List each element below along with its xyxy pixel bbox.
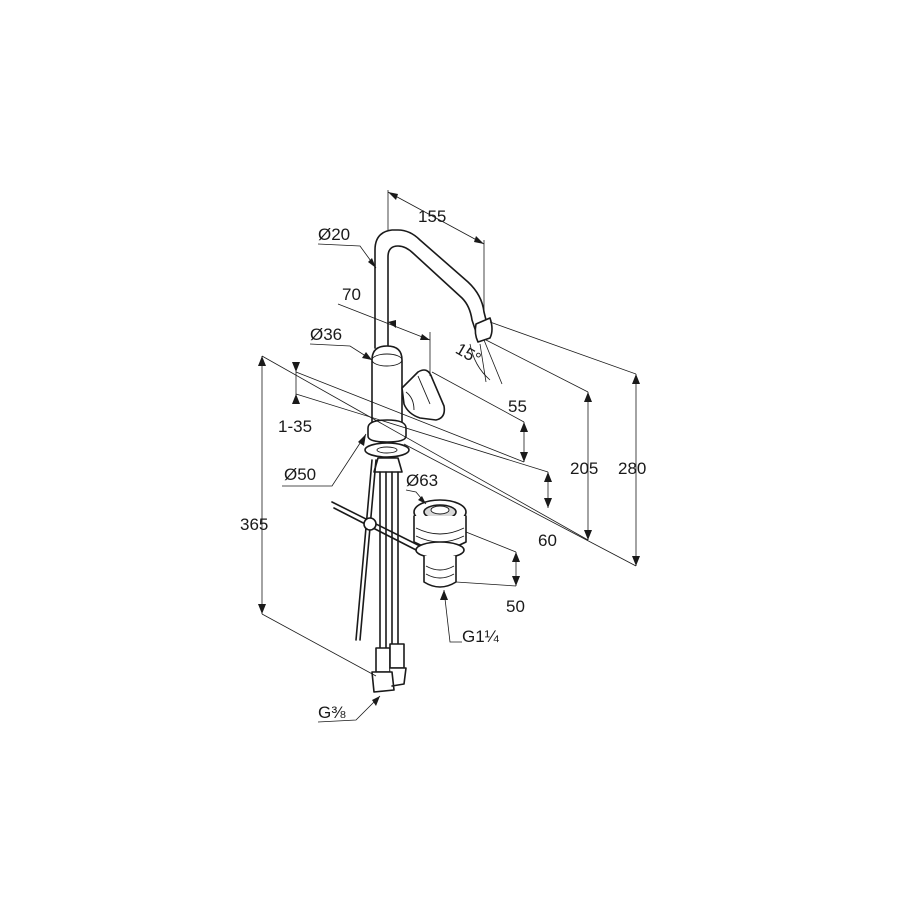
dim-70-line	[337, 303, 431, 341]
waste-nut	[415, 541, 465, 559]
label-hose-length: 365	[240, 515, 268, 534]
ext-deck-bottom	[295, 393, 549, 473]
dim-155-arrow-a	[388, 192, 398, 200]
ldr-d63-arrow	[418, 496, 426, 504]
lever-handle	[401, 369, 446, 421]
faucet	[355, 229, 493, 693]
label-waste-thread: G1¼	[462, 627, 500, 646]
label-base-diameter: Ø50	[284, 465, 316, 484]
dim-70-arrow-b	[420, 334, 430, 340]
lever-detail	[405, 375, 431, 411]
dim-50-arrow-b	[512, 576, 520, 586]
dim-60-arrow-a	[544, 472, 552, 482]
spout-tip	[474, 317, 493, 343]
dim-135-arrow-b	[292, 394, 300, 404]
ext-deck-base	[261, 355, 589, 541]
hose-nut	[371, 667, 407, 693]
ldr-d20	[317, 243, 377, 269]
ext-spout-280	[489, 321, 637, 375]
ext-365-bottom	[261, 613, 377, 677]
label-body-diameter: Ø36	[310, 325, 342, 344]
dim-280-arrow-a	[632, 374, 640, 384]
ldr-g38	[317, 695, 381, 723]
label-lever-height: 55	[508, 397, 527, 416]
base-rosette	[367, 419, 407, 443]
hose-left	[379, 471, 387, 651]
ldr-d20-arrow	[368, 258, 376, 268]
ext-280-bottom	[403, 443, 637, 567]
label-reach: 155	[418, 207, 446, 226]
label-deck-thickness: 1-35	[278, 417, 312, 436]
angle-15-arc	[469, 343, 491, 381]
dim-135-arrow-a	[292, 362, 300, 372]
dim-205-arrow-b	[584, 530, 592, 540]
rod-clip	[363, 517, 377, 531]
waste-assembly	[331, 499, 467, 588]
popup-rod	[355, 459, 377, 641]
hose-connector-right	[389, 643, 405, 669]
label-total-height: 280	[618, 459, 646, 478]
ldr-d50-arrow	[358, 434, 366, 446]
tailpiece-thread	[425, 565, 455, 579]
dim-55-arrow-b	[520, 452, 528, 462]
dim-60-arrow-b	[544, 498, 552, 508]
spout-tube-inner	[387, 245, 477, 347]
dim-205-arrow-a	[584, 392, 592, 402]
dim-365-arrow-a	[258, 356, 266, 366]
dim-70-arrow-a	[388, 320, 396, 328]
fixing-nut	[373, 457, 403, 473]
dimension-labels: 155 Ø20 70 Ø36 15° 55 1-35 Ø50 Ø63 205 2…	[240, 207, 646, 722]
dim-365-arrow-b	[258, 604, 266, 614]
base-plate	[364, 442, 410, 458]
ext-lever-55	[431, 371, 525, 423]
label-supply-thread: G⅜	[318, 703, 346, 722]
dim-155-arrow-b	[474, 236, 484, 244]
ldr-g114-arrow	[440, 590, 448, 600]
spout-tube-outer	[374, 229, 491, 349]
hose-connector-left	[375, 647, 391, 673]
ldr-d36-arrow	[362, 352, 372, 360]
ext-waste-top	[465, 531, 517, 553]
dim-55-arrow-a	[520, 422, 528, 432]
ext-waste-bottom	[455, 581, 517, 587]
dim-155-line	[387, 191, 485, 245]
label-body-height: 205	[570, 459, 598, 478]
label-spout-offset: 70	[342, 285, 361, 304]
ldr-g38-arrow	[372, 696, 380, 706]
label-spout-diameter: Ø20	[318, 225, 350, 244]
waste-plug-top	[430, 505, 450, 515]
label-waste-height: 50	[506, 597, 525, 616]
hose-right	[391, 471, 399, 651]
ext-spout-205	[485, 339, 589, 393]
ldr-g114	[443, 589, 462, 643]
label-lower-height: 60	[538, 531, 557, 550]
label-waste-diameter: Ø63	[406, 471, 438, 490]
angle-15-ref2	[479, 343, 487, 383]
dim-50-arrow-a	[512, 552, 520, 562]
waste-tailpiece	[423, 555, 457, 588]
ldr-d50	[282, 433, 367, 487]
label-spout-angle: 15°	[452, 339, 484, 368]
dim-280-arrow-b	[632, 556, 640, 566]
dimension-lines	[258, 190, 640, 723]
angle-15-ref	[483, 339, 503, 385]
base-plate-inner	[376, 446, 398, 454]
ext-deck-top	[295, 371, 525, 463]
